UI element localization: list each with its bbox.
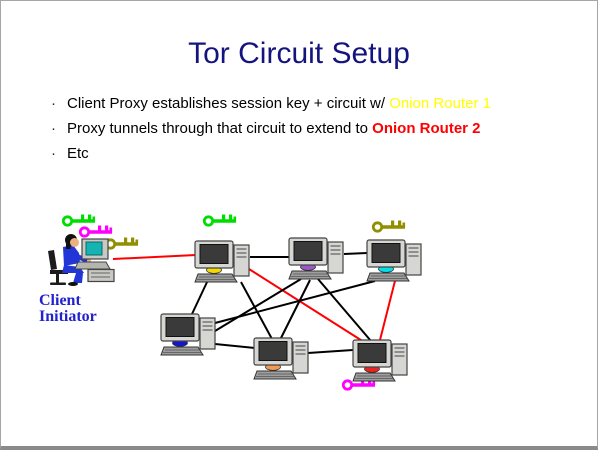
- router-computer-6: [352, 339, 408, 382]
- network-edge: [112, 254, 197, 260]
- green-key-icon: [61, 214, 96, 227]
- router-computer-2: [288, 237, 344, 280]
- network-edge: [214, 278, 302, 332]
- router-computer-5: [253, 337, 309, 380]
- magenta-key-icon: [341, 378, 376, 391]
- bullet-marker: ·: [51, 145, 56, 162]
- client-initiator-label: Client Initiator: [39, 293, 97, 325]
- slide-title: Tor Circuit Setup: [188, 37, 410, 70]
- bullet-marker: ·: [51, 95, 56, 112]
- network-edge: [240, 281, 273, 340]
- bullet-3-text: Etc: [67, 145, 89, 162]
- bullet-item: · Client Proxy establishes session key +…: [49, 95, 569, 113]
- network-edge: [379, 272, 398, 341]
- bullet-text: Client Proxy establishes session key + c…: [67, 95, 491, 113]
- onion-router-1-highlight: Onion Router 1: [389, 95, 491, 112]
- client-initiator-figure: [48, 234, 115, 286]
- bullet-item: · Etc: [49, 145, 569, 163]
- bullet-text: Etc: [67, 145, 89, 163]
- network-edge: [191, 279, 209, 315]
- router-computer-1: [194, 240, 250, 283]
- magenta-key-icon: [78, 225, 113, 238]
- network-edge: [214, 343, 256, 349]
- bullet-1-text: Client Proxy establishes session key + c…: [67, 95, 390, 112]
- olive-key-icon: [371, 220, 406, 233]
- bullet-list: · Client Proxy establishes session key +…: [49, 95, 569, 170]
- onion-router-2-highlight: Onion Router 2: [372, 120, 481, 137]
- router-computer-3: [366, 239, 422, 282]
- network-edge: [214, 280, 376, 324]
- bullet-marker: ·: [51, 120, 56, 137]
- green-key-icon: [202, 214, 237, 227]
- bullet-item: · Proxy tunnels through that circuit to …: [49, 120, 569, 138]
- olive-key-icon: [104, 237, 139, 250]
- router-computer-4: [160, 313, 216, 356]
- network-edge: [317, 278, 372, 342]
- network-edge: [307, 349, 354, 354]
- bullet-text: Proxy tunnels through that circuit to ex…: [67, 120, 481, 138]
- network-edge: [280, 279, 311, 339]
- network-edge: [343, 252, 368, 255]
- client-label-line2: Initiator: [39, 308, 97, 325]
- bullet-2-text: Proxy tunnels through that circuit to ex…: [67, 120, 373, 137]
- client-label-line1: Client: [39, 292, 81, 309]
- network-edge: [248, 268, 365, 343]
